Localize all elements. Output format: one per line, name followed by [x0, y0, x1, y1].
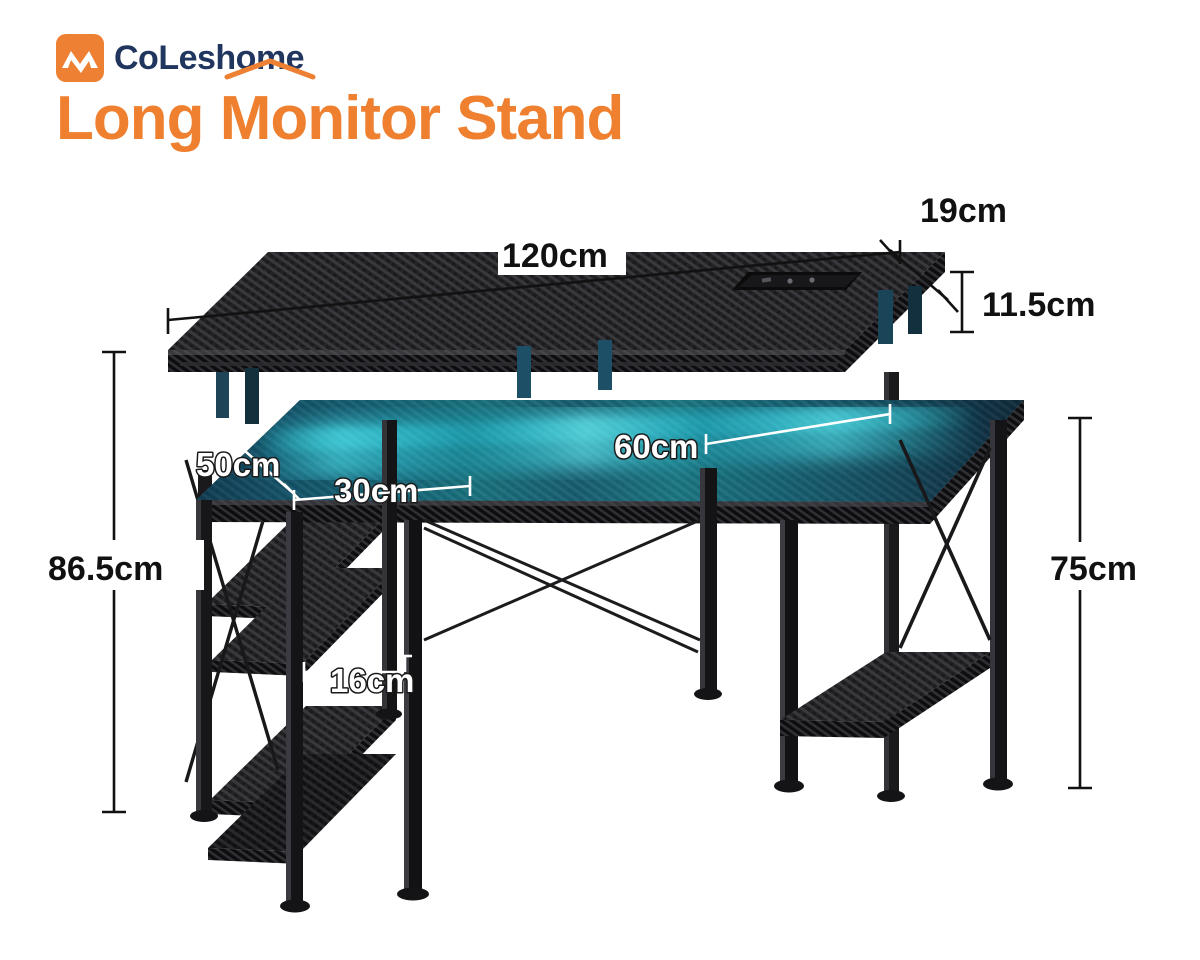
x-brace-support — [898, 439, 992, 649]
desk-assembly — [168, 252, 1024, 913]
monitor-riser-shelf — [168, 252, 945, 372]
x-brace-support — [423, 518, 701, 654]
dimension-label-shelf-depth: 19cm — [920, 192, 1007, 230]
dimension-label-shelf-height: 11.5cm — [982, 286, 1095, 324]
mountain-logo-icon — [56, 34, 104, 82]
dimension-desk-height: 75cm — [1046, 416, 1172, 790]
dimension-shelf-height: 11.5cm — [950, 270, 1095, 334]
adjustable-foot — [190, 688, 1013, 913]
riser-support-post — [216, 286, 922, 424]
leg-post — [196, 420, 1007, 902]
dimension-label-desk-depth: 50cm — [196, 446, 280, 483]
brand-lockup: CoLeshome — [56, 32, 316, 84]
dimension-label-desk-span: 60cm — [614, 428, 698, 465]
dimension-label-desk-front: 30cm — [334, 472, 418, 509]
dimension-desk-span: 60cm — [613, 404, 892, 467]
dimension-total-height: 86.5cm — [44, 350, 204, 814]
dimension-label-desk-height: 75cm — [1050, 550, 1137, 588]
dimension-label-total-height: 86.5cm — [48, 550, 163, 588]
dimension-shelf-length: 120cm — [166, 235, 902, 334]
dimension-desk-depth: 50cm — [189, 401, 301, 501]
power-outlet-strip — [732, 272, 862, 290]
dimension-label-shelf-gap: 16cm — [330, 662, 414, 699]
dimension-shelf-depth: 19cm — [879, 192, 1007, 313]
dimension-shelf-gap: 16cm — [302, 654, 416, 701]
dimension-desk-front: 30cm — [292, 471, 472, 511]
page-title: Long Monitor Stand — [56, 84, 624, 153]
desktop-surface — [196, 400, 1024, 524]
header-band: CoLeshome Long Monitor Stand — [0, 0, 1200, 180]
right-storage-shelf — [780, 652, 990, 738]
dimension-label-shelf-length: 120cm — [502, 237, 608, 275]
